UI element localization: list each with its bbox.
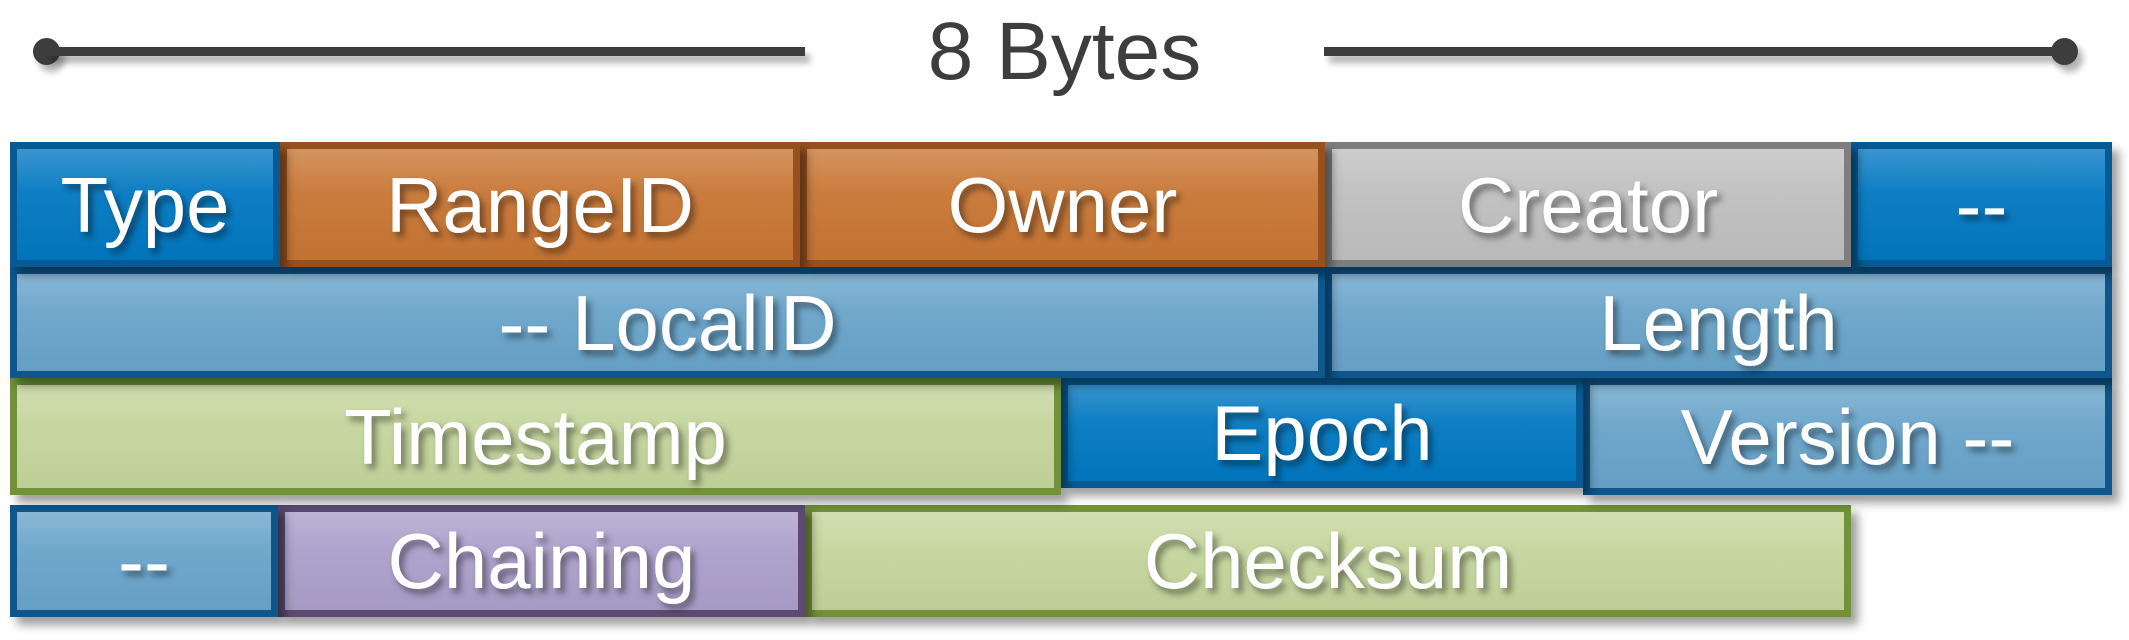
field-owner-label: Owner <box>947 160 1178 249</box>
field-type: Type <box>10 142 280 267</box>
field-length: Length <box>1325 267 2112 378</box>
field-reserved-1: -- <box>1851 142 2112 267</box>
field-version-label: Version -- <box>1680 392 2015 481</box>
field-timestamp: Timestamp <box>10 378 1061 495</box>
field-checksum-label: Checksum <box>1143 517 1513 605</box>
field-localid: -- LocalID <box>10 267 1325 378</box>
field-reserved-2-label: -- <box>118 517 170 605</box>
field-row-3: Timestamp Epoch Version -- <box>0 378 2129 495</box>
field-version: Version -- <box>1583 378 2112 495</box>
field-localid-label: -- LocalID <box>498 278 837 367</box>
field-length-label: Length <box>1599 278 1838 367</box>
field-epoch: Epoch <box>1061 378 1583 488</box>
ruler-right-endpoint-dot <box>2051 38 2078 65</box>
field-row-4: -- Chaining Checksum <box>0 505 2129 617</box>
byte-width-label: 8 Bytes <box>927 6 1202 97</box>
field-reserved-2: -- <box>10 505 278 617</box>
field-chaining-label: Chaining <box>387 517 696 605</box>
ruler-left-line <box>46 47 805 56</box>
field-type-label: Type <box>60 160 230 249</box>
field-chaining: Chaining <box>278 505 805 617</box>
field-creator: Creator <box>1325 142 1851 267</box>
field-row-1: Type RangeID Owner Creator -- <box>0 142 2129 267</box>
field-row-2: -- LocalID Length <box>0 267 2129 378</box>
field-owner: Owner <box>800 142 1325 267</box>
field-rangeid-label: RangeID <box>386 160 694 249</box>
field-creator-label: Creator <box>1457 160 1719 249</box>
field-timestamp-label: Timestamp <box>344 392 727 481</box>
ruler-right-line <box>1324 47 2064 56</box>
field-checksum: Checksum <box>805 505 1851 617</box>
field-reserved-1-label: -- <box>1955 160 2008 249</box>
field-epoch-label: Epoch <box>1211 389 1433 477</box>
field-rangeid: RangeID <box>280 142 800 267</box>
